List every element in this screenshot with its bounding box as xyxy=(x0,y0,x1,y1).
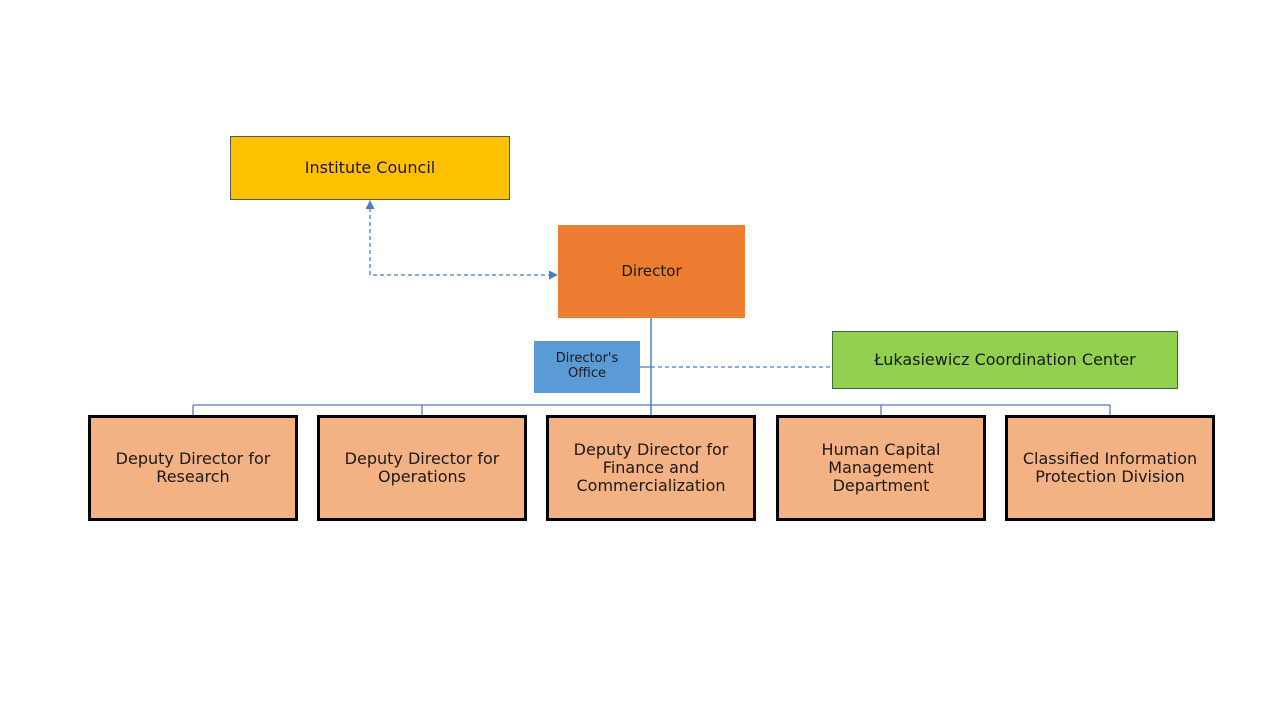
director-label: Director xyxy=(621,262,682,281)
coordination-center-box: Łukasiewicz Coordination Center xyxy=(832,331,1178,389)
unit-classified-info-label: Classified Information Protection Divisi… xyxy=(1022,449,1198,486)
unit-human-capital-label: Human Capital Management Department xyxy=(821,440,941,495)
institute-council-label: Institute Council xyxy=(304,158,436,178)
directors-office-box: Director's Office xyxy=(534,341,640,393)
institute-council-box: Institute Council xyxy=(230,136,510,200)
directors-office-label: Director's Office xyxy=(555,351,619,381)
director-box: Director xyxy=(558,225,745,318)
unit-finance-label: Deputy Director for Finance and Commerci… xyxy=(573,440,729,495)
unit-research-label: Deputy Director for Research xyxy=(115,449,271,486)
council-director-link xyxy=(365,200,558,280)
unit-research-box: Deputy Director for Research xyxy=(88,415,298,521)
unit-operations-label: Deputy Director for Operations xyxy=(344,449,500,486)
unit-operations-box: Deputy Director for Operations xyxy=(317,415,527,521)
unit-human-capital-box: Human Capital Management Department xyxy=(776,415,986,521)
coordination-center-label: Łukasiewicz Coordination Center xyxy=(874,350,1136,370)
unit-classified-info-box: Classified Information Protection Divisi… xyxy=(1005,415,1215,521)
unit-finance-box: Deputy Director for Finance and Commerci… xyxy=(546,415,756,521)
